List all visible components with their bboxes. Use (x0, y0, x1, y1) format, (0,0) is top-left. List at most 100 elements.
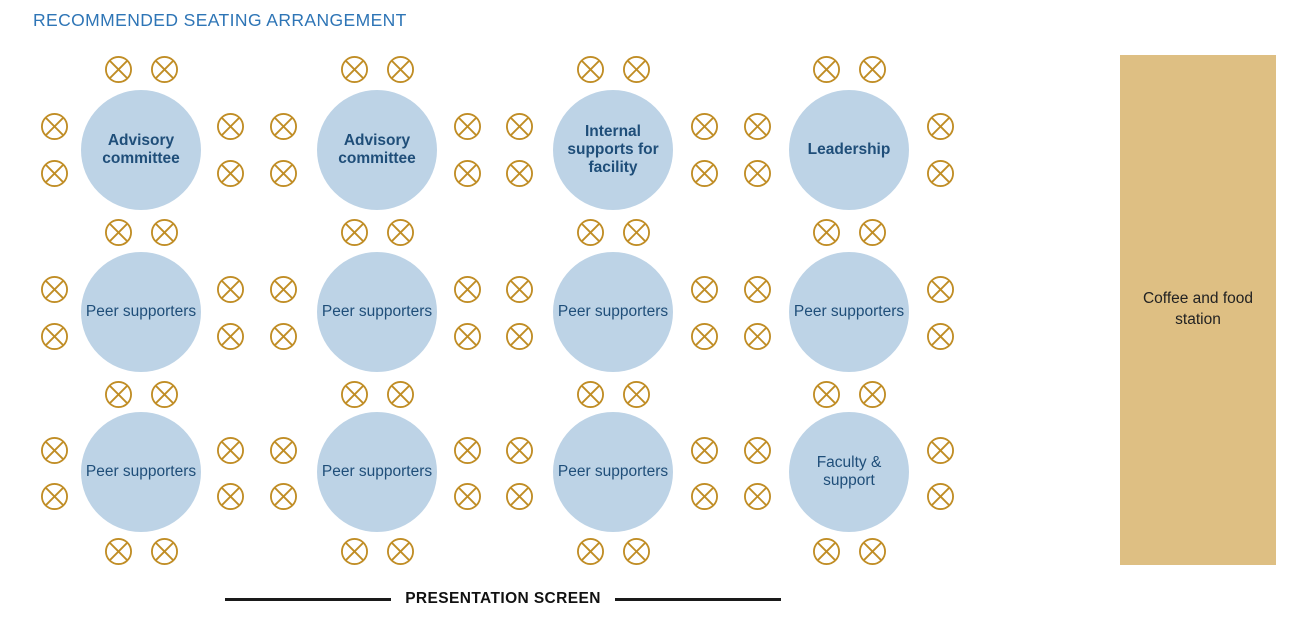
chair-icon (858, 537, 887, 566)
chair-icon (40, 436, 69, 465)
chair-icon (622, 55, 651, 84)
chair-icon (40, 275, 69, 304)
chair-icon (690, 275, 719, 304)
chair-icon (743, 482, 772, 511)
chair-icon (743, 436, 772, 465)
chair-icon (216, 436, 245, 465)
chair-icon (690, 482, 719, 511)
chair-icon (812, 537, 841, 566)
chair-icon (505, 436, 534, 465)
chair-icon (386, 218, 415, 247)
table-advisory-committee-1: Advisory committee (81, 90, 201, 210)
chair-icon (622, 380, 651, 409)
chair-icon (340, 218, 369, 247)
chair-icon (40, 159, 69, 188)
chair-icon (576, 218, 605, 247)
screen-rule-right (614, 597, 782, 601)
coffee-station-label: Coffee and food station (1142, 290, 1254, 328)
table-label: Advisory committee (338, 131, 416, 167)
chair-icon (505, 112, 534, 141)
chair-icon (622, 218, 651, 247)
chair-icon (386, 380, 415, 409)
chair-icon (386, 55, 415, 84)
coffee-and-food-station: Coffee and food station (1120, 55, 1276, 565)
table-leadership: Leadership (789, 90, 909, 210)
chair-icon (340, 380, 369, 409)
chair-icon (576, 537, 605, 566)
chair-icon (926, 159, 955, 188)
chair-icon (858, 55, 887, 84)
chair-icon (576, 55, 605, 84)
chair-icon (926, 482, 955, 511)
chair-icon (216, 482, 245, 511)
table-label: Peer supporters (321, 302, 433, 320)
chair-icon (340, 55, 369, 84)
chair-icon (269, 322, 298, 351)
chair-icon (576, 380, 605, 409)
chair-icon (926, 436, 955, 465)
chair-icon (40, 112, 69, 141)
chair-icon (216, 112, 245, 141)
chair-icon (453, 275, 482, 304)
chair-icon (216, 322, 245, 351)
table-internal-supports: Internal supports for facility (553, 90, 673, 210)
chair-icon (40, 322, 69, 351)
table-advisory-committee-2: Advisory committee (317, 90, 437, 210)
chair-icon (690, 436, 719, 465)
chair-icon (269, 159, 298, 188)
chair-icon (216, 275, 245, 304)
presentation-screen: PRESENTATION SCREEN (225, 590, 782, 608)
screen-rule-left (225, 597, 392, 601)
table-faculty-support: Faculty & support (789, 412, 909, 532)
chair-icon (150, 55, 179, 84)
chair-icon (926, 322, 955, 351)
table-label: Peer supporters (321, 462, 433, 480)
chair-icon (926, 275, 955, 304)
table-label: Faculty & support (816, 453, 882, 489)
chair-icon (505, 482, 534, 511)
chair-icon (40, 482, 69, 511)
chair-icon (812, 380, 841, 409)
chair-icon (453, 112, 482, 141)
chair-icon (150, 218, 179, 247)
table-label: Leadership (807, 140, 891, 158)
chair-icon (453, 322, 482, 351)
chair-icon (269, 275, 298, 304)
table-label: Peer supporters (85, 462, 197, 480)
chair-icon (453, 159, 482, 188)
chair-icon (269, 112, 298, 141)
chair-icon (743, 159, 772, 188)
chair-icon (505, 159, 534, 188)
table-peer-supporters-6: Peer supporters (317, 412, 437, 532)
chair-icon (386, 537, 415, 566)
chair-icon (622, 537, 651, 566)
chair-icon (858, 218, 887, 247)
chair-icon (743, 322, 772, 351)
chair-icon (150, 380, 179, 409)
chair-icon (104, 218, 133, 247)
table-label: Peer supporters (557, 302, 669, 320)
chair-icon (453, 482, 482, 511)
chair-icon (104, 537, 133, 566)
chair-icon (505, 275, 534, 304)
table-label: Peer supporters (85, 302, 197, 320)
chair-icon (453, 436, 482, 465)
chair-icon (150, 537, 179, 566)
table-label: Peer supporters (557, 462, 669, 480)
chair-icon (340, 537, 369, 566)
chair-icon (858, 380, 887, 409)
presentation-screen-label: PRESENTATION SCREEN (405, 590, 601, 607)
table-peer-supporters-1: Peer supporters (81, 252, 201, 372)
chair-icon (743, 112, 772, 141)
chair-icon (505, 322, 534, 351)
chair-icon (104, 380, 133, 409)
chair-icon (269, 482, 298, 511)
chair-icon (690, 159, 719, 188)
table-label: Internal supports for facility (567, 122, 659, 177)
table-peer-supporters-4: Peer supporters (789, 252, 909, 372)
chair-icon (812, 55, 841, 84)
table-peer-supporters-2: Peer supporters (317, 252, 437, 372)
page-title: RECOMMENDED SEATING ARRANGEMENT (33, 10, 407, 30)
chair-icon (690, 112, 719, 141)
